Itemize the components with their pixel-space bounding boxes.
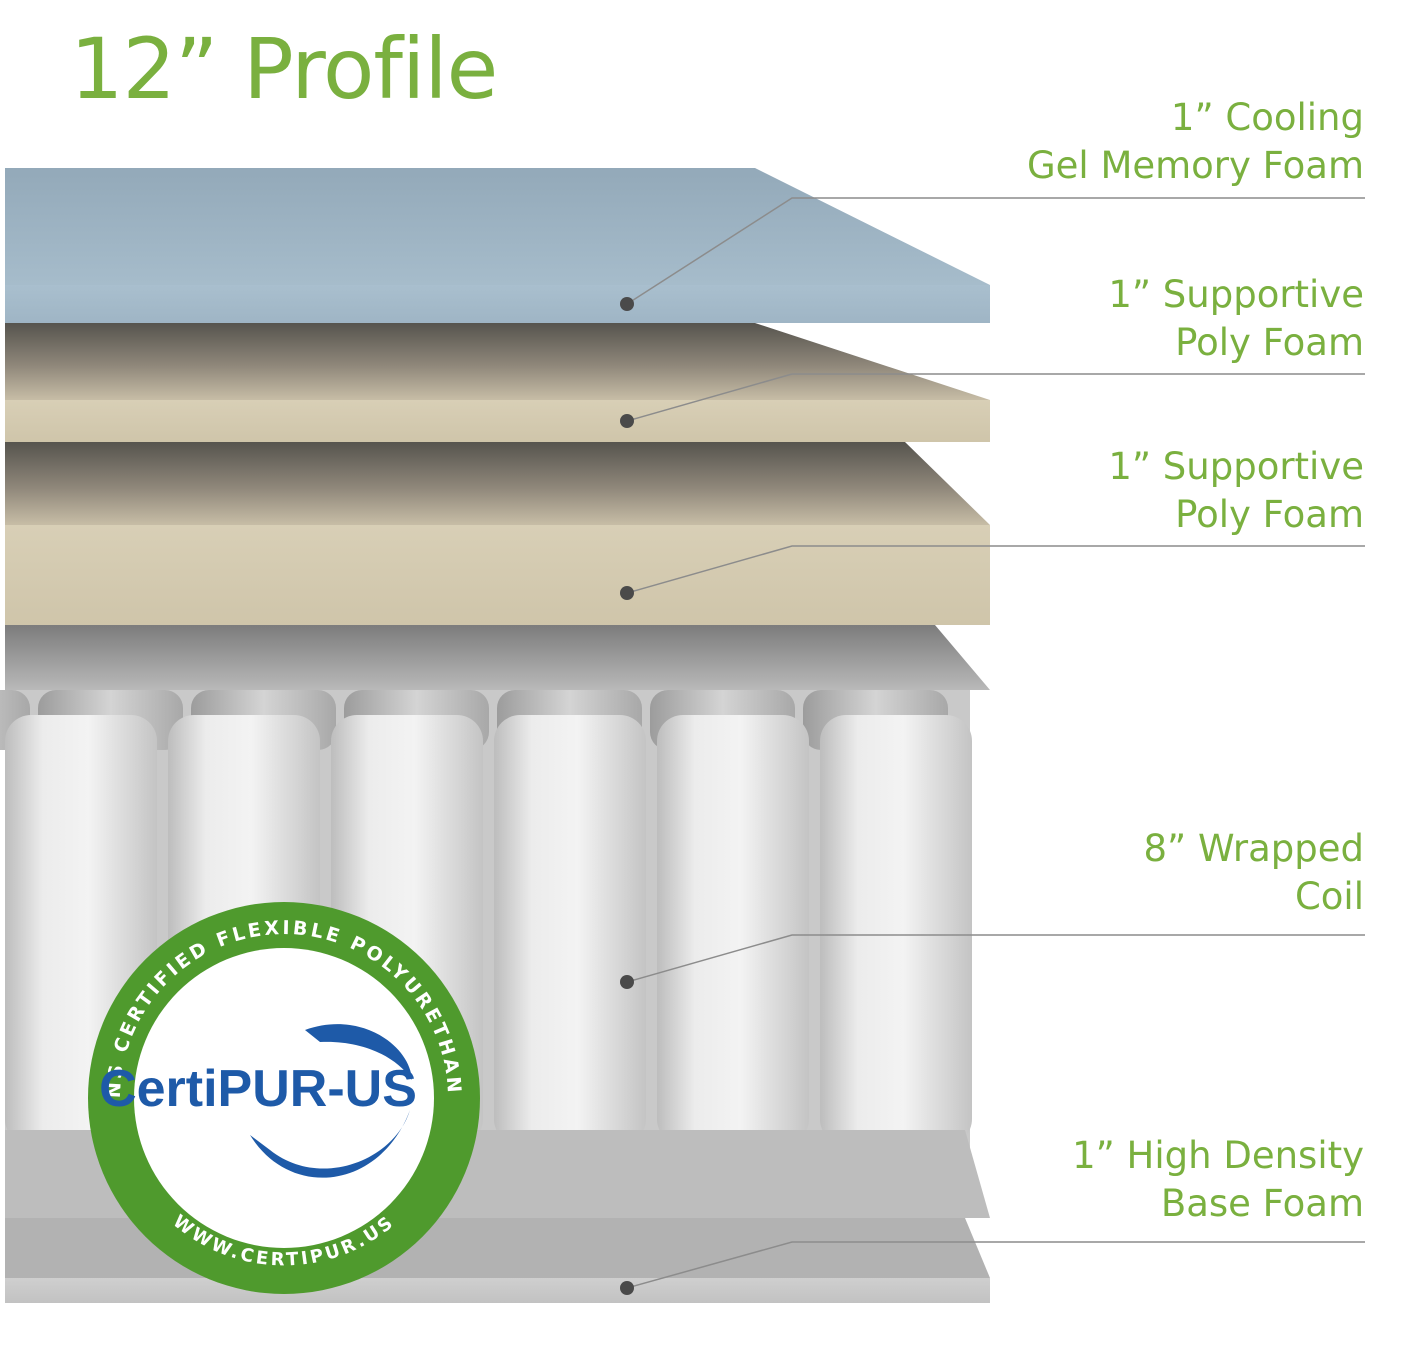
badge-brand-text: CertiPUR-US (99, 1060, 417, 1118)
layer-label-line: 1” Supportive (1108, 445, 1364, 488)
layer-label-line: Base Foam (1160, 1182, 1364, 1225)
layer-label-poly-foam-2: 1” Supportive Poly Foam (944, 443, 1364, 539)
layer-label-line: 1” Cooling (1170, 96, 1364, 139)
layer-label-line: Poly Foam (1175, 321, 1364, 364)
layer-label-poly-foam-1: 1” Supportive Poly Foam (944, 271, 1364, 367)
layer-marker-dot (620, 1281, 634, 1295)
layer-marker-dot (620, 975, 634, 989)
layer-label-base-foam: 1” High Density Base Foam (944, 1132, 1364, 1228)
layer-label-line: 1” High Density (1072, 1134, 1364, 1177)
layer-label-gel-memory-foam: 1” Cooling Gel Memory Foam (944, 94, 1364, 190)
layer-label-line: 8” Wrapped (1143, 827, 1364, 870)
layer-label-line: Gel Memory Foam (1026, 144, 1364, 187)
wrapped-coil (657, 715, 809, 1145)
wrapped-coil (820, 715, 972, 1145)
layer-label-line: Poly Foam (1175, 493, 1364, 536)
page-title: 12” Profile (70, 20, 498, 118)
layer-marker-dot (620, 414, 634, 428)
wrapped-coil (494, 715, 646, 1145)
layer-label-wrapped-coil: 8” Wrapped Coil (944, 825, 1364, 921)
layer-label-line: 1” Supportive (1108, 273, 1364, 316)
layer-marker-dot (620, 297, 634, 311)
layer-marker-dot (620, 586, 634, 600)
layer-label-line: Coil (1294, 875, 1364, 918)
